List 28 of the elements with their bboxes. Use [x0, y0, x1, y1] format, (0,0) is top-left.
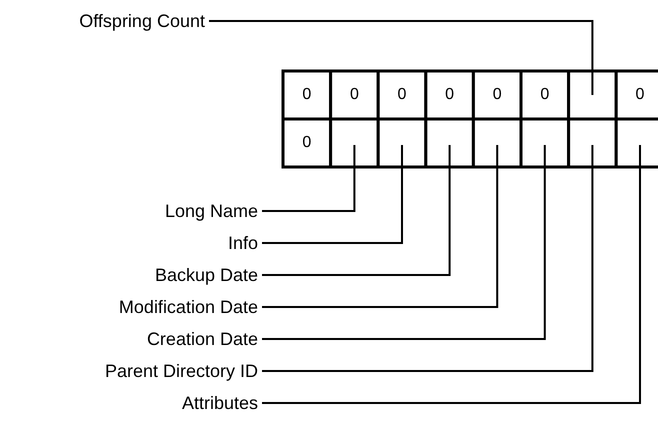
field-label: Modification Date — [118, 296, 258, 318]
field-label: Parent Directory ID — [104, 360, 258, 382]
field-label: Offspring Count — [79, 10, 205, 32]
field-label: Info — [228, 232, 258, 254]
leader-line — [262, 145, 403, 244]
bit-value: 0 — [539, 85, 550, 105]
register-cell — [376, 118, 428, 168]
field-label: Creation Date — [146, 328, 258, 350]
bit-value: 0 — [396, 85, 408, 105]
bit-value: 0 — [444, 85, 456, 105]
leader-line — [262, 145, 498, 308]
bit-value: 0 — [634, 85, 646, 105]
leader-line — [262, 145, 356, 212]
leader-line — [262, 145, 594, 372]
leader-line — [262, 145, 451, 276]
leader-line — [262, 145, 546, 340]
field-label: Backup Date — [154, 264, 258, 286]
bit-value: 0 — [301, 85, 312, 105]
bit-value: 0 — [348, 85, 360, 105]
bit-value: 0 — [301, 133, 312, 153]
register-cell — [472, 118, 522, 168]
bit-value: 0 — [492, 85, 503, 105]
register-cell — [424, 118, 475, 168]
leader-line — [262, 145, 641, 404]
field-label: Long Name — [164, 200, 258, 222]
register-cell — [614, 118, 658, 168]
leader-line — [209, 20, 594, 95]
field-label: Attributes — [182, 392, 258, 414]
